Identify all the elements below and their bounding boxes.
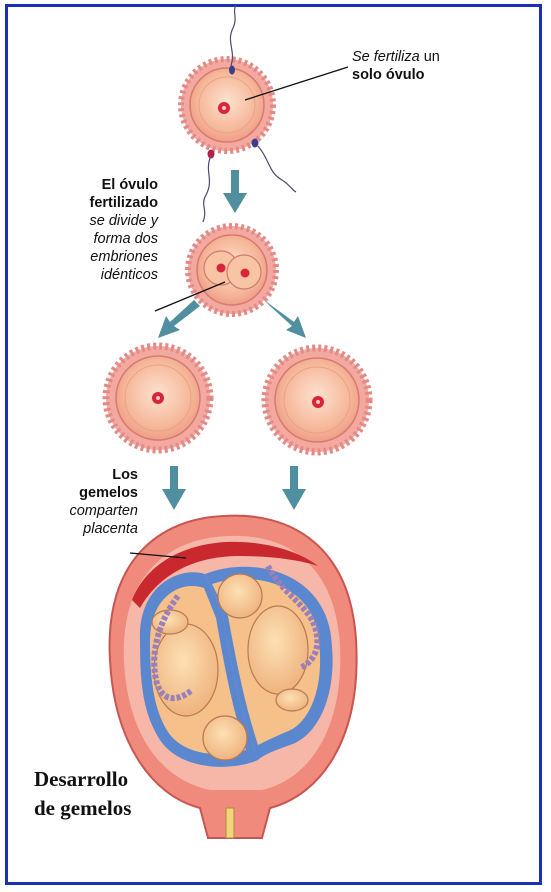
arrow-down-1: [223, 170, 247, 213]
arrow-diagonal-left: [158, 300, 200, 338]
arrow-down-left: [162, 466, 186, 510]
dividing-ovum: [188, 226, 276, 314]
label-divide: El óvulo fertilizado se divide y forma d…: [38, 176, 158, 284]
fertilized-ovum: [181, 59, 273, 151]
label-fertilize: Se fertiliza un solo óvulo: [352, 48, 502, 84]
diagram-title: Desarrollo de gemelos: [34, 765, 131, 823]
label-twins: Los gemelos comparten placenta: [20, 466, 138, 538]
embryo-right: [265, 348, 369, 452]
arrow-diagonal-right: [264, 300, 306, 338]
arrow-down-right: [282, 466, 306, 510]
title-line-2: de gemelos: [34, 794, 131, 823]
embryo-left: [106, 346, 210, 450]
title-line-1: Desarrollo: [34, 765, 131, 794]
